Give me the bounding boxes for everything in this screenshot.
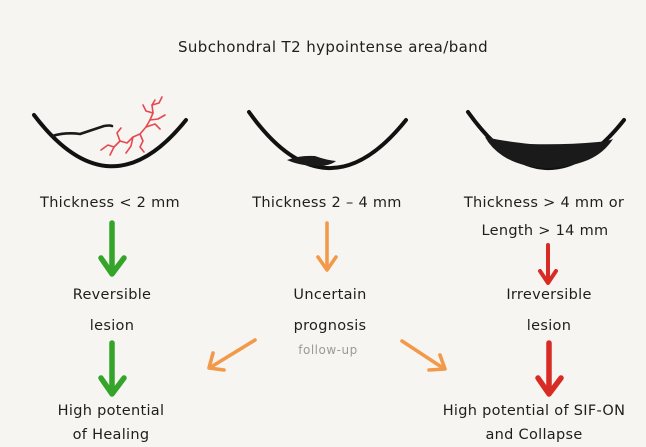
thickness-label-middle: Thickness 2 – 4 mm <box>252 196 401 211</box>
lesion-label-right-line1: Irreversible <box>506 288 591 303</box>
arrow-middle-down <box>318 223 336 270</box>
outcome-label-right-line2: and Collapse <box>485 428 582 443</box>
lesion-label-middle-line2: prognosis <box>294 319 367 334</box>
lesion-label-left-line1: Reversible <box>73 288 152 303</box>
arrow-right-2 <box>538 343 561 394</box>
arrow-left-2 <box>101 343 124 394</box>
outcome-label-left-line2: of Healing <box>73 428 150 443</box>
thickness-label-right-line2: Length > 14 mm <box>482 224 609 239</box>
thin-hypointense-line <box>52 126 112 137</box>
hypointense-band-large <box>485 137 613 168</box>
lesion-label-middle-line1: Uncertain <box>293 288 366 303</box>
bone-curve-left <box>34 115 186 166</box>
lesion-label-left-line2: lesion <box>90 319 134 334</box>
outcome-label-right-line1: High potential of SIF-ON <box>443 404 626 419</box>
arrow-middle-right <box>402 341 445 370</box>
follow-up-note: follow-up <box>298 344 357 356</box>
thickness-label-right-line1: Thickness > 4 mm or <box>464 196 624 211</box>
arrow-right-1 <box>540 245 556 283</box>
arrow-middle-left <box>209 340 255 370</box>
thickness-label-left: Thickness < 2 mm <box>40 196 180 211</box>
diagram-title: Subchondral T2 hypointense area/band <box>178 40 488 55</box>
arrow-left-1 <box>101 223 124 274</box>
lesion-label-right-line2: lesion <box>527 319 571 334</box>
outcome-label-left-line1: High potential <box>58 404 165 419</box>
